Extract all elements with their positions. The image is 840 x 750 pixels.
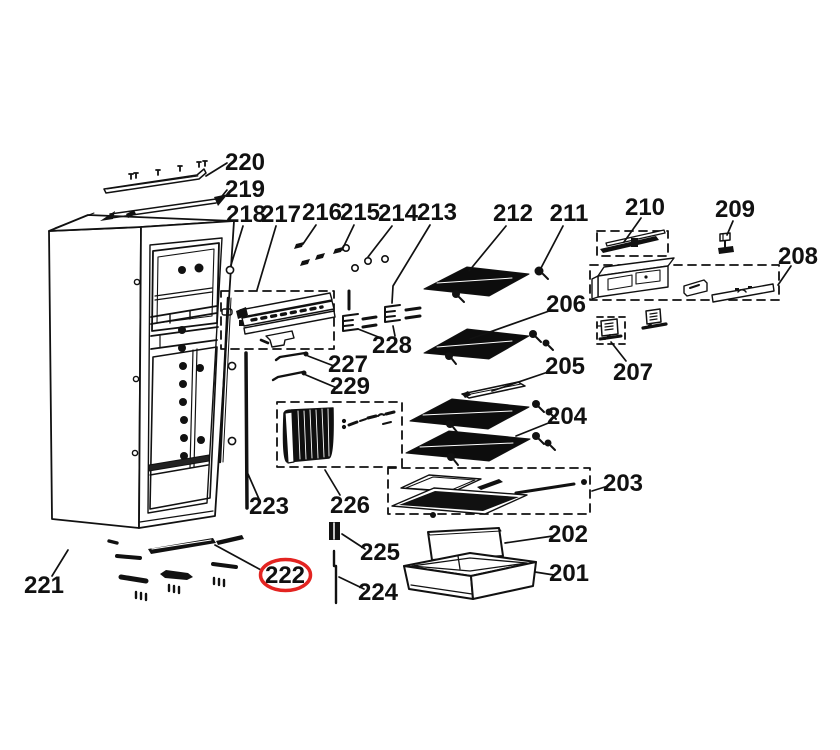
part-label-225: 225 xyxy=(360,539,400,566)
part-217-assembly xyxy=(220,290,336,350)
part-label-213: 213 xyxy=(417,199,457,226)
part-label-221: 221 xyxy=(24,572,64,599)
leader-lines xyxy=(51,162,792,590)
part-label-227: 227 xyxy=(328,351,368,378)
part-label-223: 223 xyxy=(249,493,289,520)
part-label-226: 226 xyxy=(330,492,370,519)
part-label-217: 217 xyxy=(261,201,301,228)
part-207-switch xyxy=(596,308,668,345)
part-227-rod xyxy=(274,351,309,362)
part-228-clips xyxy=(342,289,422,332)
part-label-216: 216 xyxy=(302,199,342,226)
part-label-209: 209 xyxy=(715,196,755,223)
bottom-hardware xyxy=(107,535,244,602)
part-225-clip xyxy=(329,522,340,540)
part-203-crisper-cover xyxy=(387,467,591,518)
part-201-drawer xyxy=(403,552,537,600)
part-label-224: 224 xyxy=(358,579,399,606)
part-220-rail-and-screws xyxy=(103,160,208,194)
part-label-210: 210 xyxy=(625,194,665,221)
part-label-201: 201 xyxy=(549,560,589,587)
small-fasteners xyxy=(294,242,389,272)
part-label-202: 202 xyxy=(548,521,588,548)
part-label-229: 229 xyxy=(330,373,370,400)
part-209-bracket xyxy=(718,232,734,254)
part-label-208: 208 xyxy=(778,243,818,270)
part-labels: 220 219 218 217 216 215 214 213 212 211 … xyxy=(24,149,818,606)
part-229-rod xyxy=(271,370,307,382)
part-219-rail xyxy=(100,194,228,221)
highlight-circle-222 xyxy=(258,557,313,593)
part-224-rod xyxy=(332,549,338,605)
part-label-203: 203 xyxy=(603,470,643,497)
part-label-212: 212 xyxy=(493,200,533,227)
part-label-204: 204 xyxy=(547,403,588,430)
part-221-cabinet xyxy=(48,212,235,529)
part-label-220: 220 xyxy=(225,149,265,176)
part-label-228: 228 xyxy=(372,332,412,359)
part-212-shelf xyxy=(423,266,530,303)
part-label-219: 219 xyxy=(225,176,265,203)
part-226-evaporator xyxy=(276,401,403,468)
part-label-215: 215 xyxy=(340,199,380,226)
part-label-205: 205 xyxy=(545,353,585,380)
part-206-shelf xyxy=(423,328,554,365)
part-208-control-housing xyxy=(589,257,780,303)
part-label-218: 218 xyxy=(226,201,266,228)
part-label-222: 222 xyxy=(265,562,305,589)
part-204-shelves xyxy=(405,398,557,466)
screw-hole-circles xyxy=(225,265,237,446)
part-223-rod xyxy=(244,351,249,510)
part-210-rails xyxy=(596,229,669,257)
part-202-drawer-front xyxy=(427,527,504,561)
part-label-214: 214 xyxy=(378,200,419,227)
part-label-206: 206 xyxy=(546,291,586,318)
part-label-211: 211 xyxy=(550,200,589,227)
part-label-207: 207 xyxy=(613,359,653,386)
